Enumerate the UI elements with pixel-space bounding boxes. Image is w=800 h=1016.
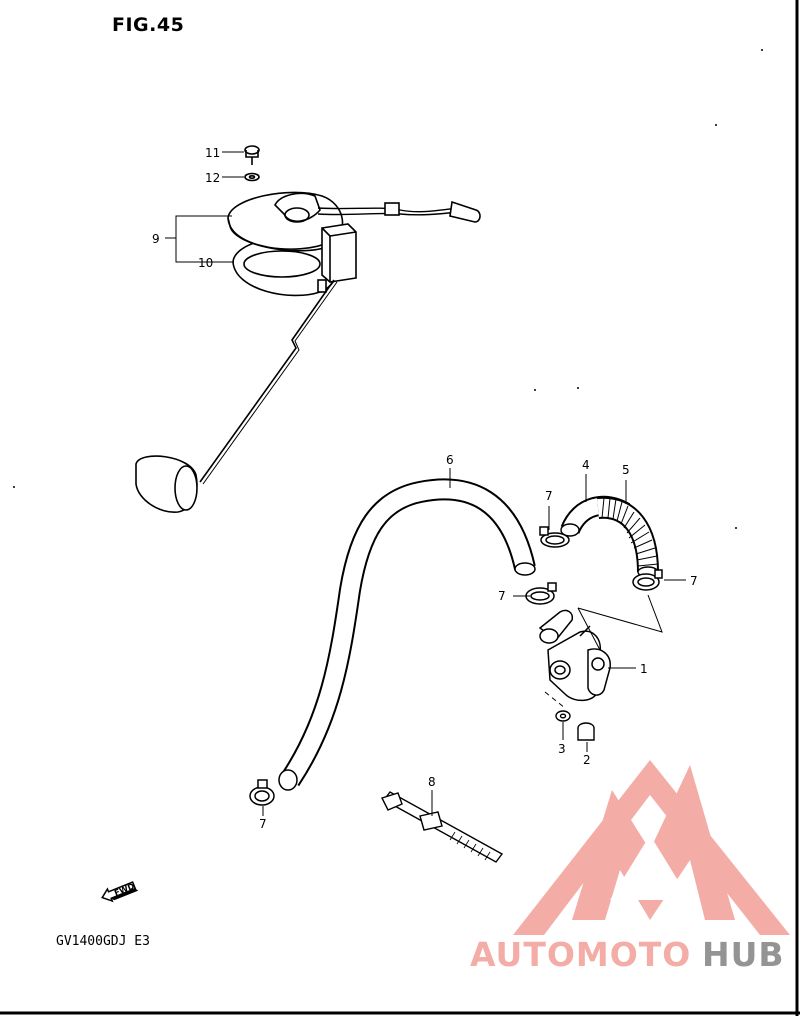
model-code: GV1400GDJ E3 xyxy=(56,934,150,949)
alignment-lines xyxy=(544,594,663,709)
bolt-part-2 xyxy=(577,722,595,741)
screw-part-11 xyxy=(244,145,260,165)
wire-connector xyxy=(449,200,481,223)
callout-leaders-upper xyxy=(165,151,244,263)
callout-leaders-lower xyxy=(262,468,686,816)
washer-part-3 xyxy=(555,710,571,722)
callout-7-upper: 7 xyxy=(545,489,553,503)
callout-5: 5 xyxy=(622,463,630,477)
logo-text-automoto: AUTOMOTO xyxy=(470,935,691,974)
callout-11: 11 xyxy=(205,146,220,160)
callout-9: 9 xyxy=(152,232,160,246)
vacuum-hose-part-5 xyxy=(596,496,659,578)
gauge-plate-part-9 xyxy=(227,191,357,293)
callout-12: 12 xyxy=(205,171,220,185)
callout-2: 2 xyxy=(583,753,591,767)
strap-part-8 xyxy=(381,791,504,863)
washer-part-12 xyxy=(244,172,260,182)
fuel-hose-part-6 xyxy=(278,478,536,791)
logo-m-shape xyxy=(572,765,735,920)
clamp-middle-left xyxy=(525,582,557,605)
fwd-arrow-icon: FWD xyxy=(101,881,139,903)
callout-7-right: 7 xyxy=(690,574,698,588)
logo-text-hub: HUB xyxy=(702,935,785,974)
callout-4: 4 xyxy=(582,458,590,472)
figure-title: FIG.45 xyxy=(112,14,185,36)
clamp-upper xyxy=(539,526,570,548)
logo-outer-triangle xyxy=(513,760,790,935)
callout-6: 6 xyxy=(446,453,454,467)
float xyxy=(135,455,198,513)
automotohub-logo: AUTOMOTO HUB xyxy=(470,760,790,974)
callout-10: 10 xyxy=(198,256,213,270)
clamps-part-7 xyxy=(249,526,663,806)
fuel-cock-part-1 xyxy=(538,609,611,702)
clamp-bottom xyxy=(249,779,275,806)
callout-7-middle: 7 xyxy=(498,589,506,603)
logo-inner-cut xyxy=(610,835,690,900)
callout-7-bottom: 7 xyxy=(259,817,267,831)
scan-specks xyxy=(13,49,763,529)
callout-1: 1 xyxy=(640,662,648,676)
callout-3: 3 xyxy=(558,742,566,756)
clamp-right xyxy=(632,569,663,591)
callout-8: 8 xyxy=(428,775,436,789)
fuel-level-gauge xyxy=(135,145,481,513)
